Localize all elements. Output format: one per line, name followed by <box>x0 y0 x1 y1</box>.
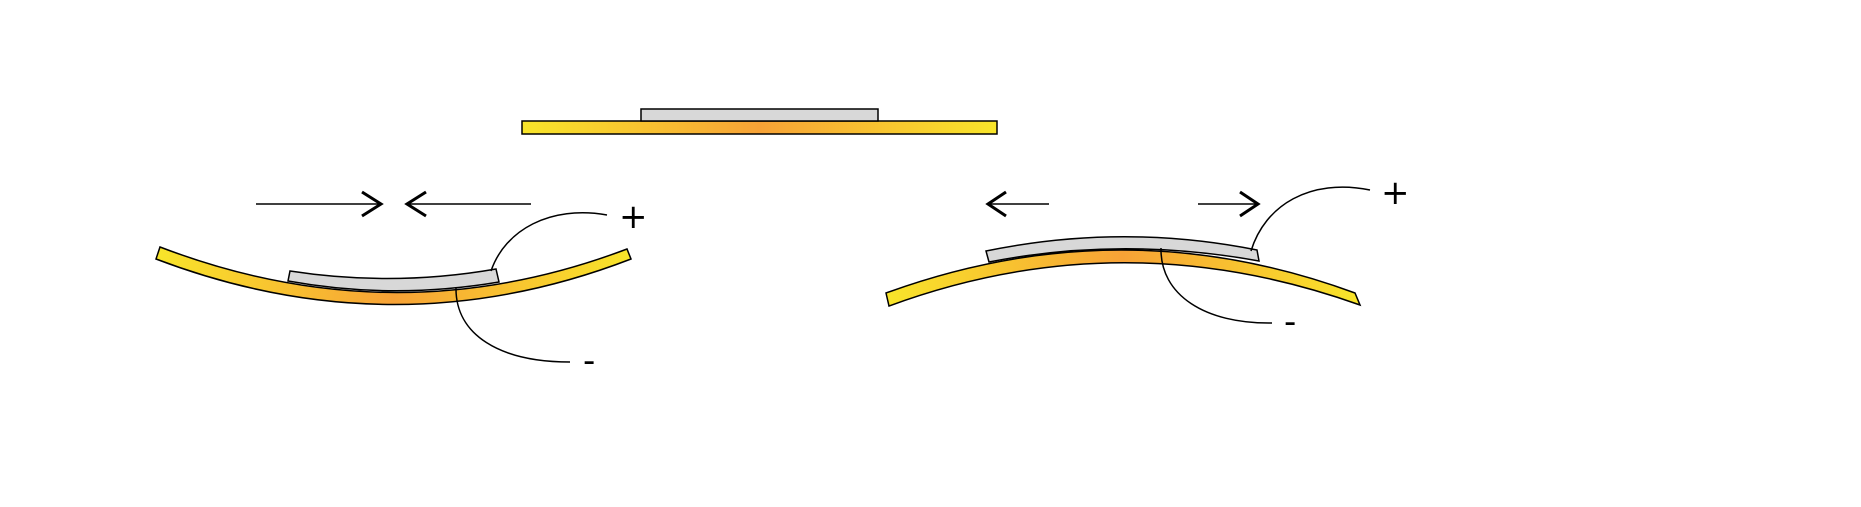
positive-label: + <box>619 197 648 237</box>
compressed-piezo-element <box>287 268 500 292</box>
positive-wire <box>1250 186 1371 252</box>
extended-bimorph: + - <box>885 173 1410 342</box>
positive-label: + <box>1381 173 1410 213</box>
flat-bimorph <box>521 108 998 135</box>
negative-label: - <box>1284 302 1296 342</box>
extended-piezo-element <box>985 236 1260 263</box>
arrow-left-head <box>404 190 427 218</box>
outward-arrows <box>985 190 1261 218</box>
flat-substrate-strip <box>521 120 998 135</box>
arrow-right-head <box>1239 190 1261 218</box>
compressed-bimorph: + - <box>155 190 648 381</box>
negative-wire <box>1160 247 1273 324</box>
negative-wire <box>455 286 571 363</box>
inward-arrows <box>256 190 531 218</box>
extended-substrate-strip <box>885 249 1362 307</box>
arrow-right-head <box>361 190 384 218</box>
compressed-substrate-strip <box>155 246 632 306</box>
flat-piezo-element <box>640 108 879 122</box>
negative-label: - <box>583 341 595 381</box>
arrow-left-head <box>985 190 1007 218</box>
positive-wire <box>490 212 608 272</box>
